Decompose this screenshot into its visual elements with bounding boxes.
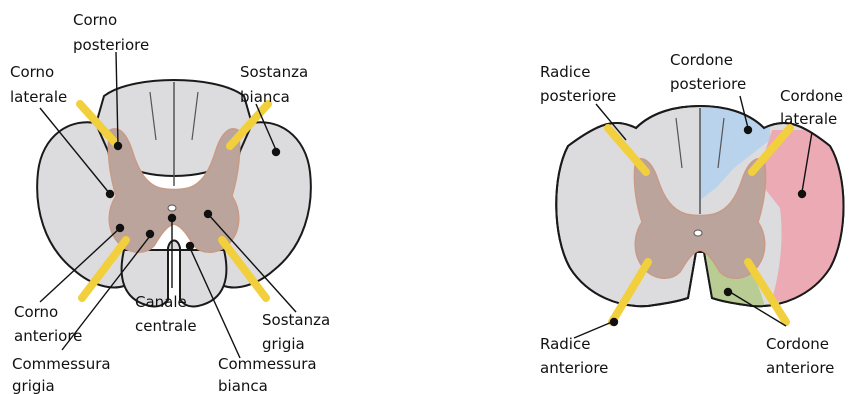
- left-label-commessura-bianca: Commessura bianca: [218, 355, 317, 394]
- svg-text:Cordone: Cordone: [670, 51, 733, 69]
- svg-text:centrale: centrale: [135, 317, 197, 335]
- right-spinal-cord: [556, 100, 860, 322]
- svg-text:Sostanza: Sostanza: [240, 63, 308, 81]
- svg-text:Cordone: Cordone: [766, 335, 829, 353]
- svg-text:laterale: laterale: [780, 110, 837, 128]
- left-label-corno-laterale: Corno laterale: [10, 63, 67, 106]
- svg-text:bianca: bianca: [240, 88, 290, 106]
- svg-text:anteriore: anteriore: [766, 359, 834, 377]
- svg-text:Commessura: Commessura: [218, 355, 317, 373]
- svg-text:Commessura: Commessura: [12, 355, 111, 373]
- svg-text:Radice: Radice: [540, 63, 590, 81]
- right-label-cordone-posteriore: Cordone posteriore: [670, 51, 746, 93]
- svg-text:Corno: Corno: [14, 303, 58, 321]
- left-label-commessura-grigia: Commessura grigia: [12, 355, 111, 394]
- right-central-canal: [694, 230, 702, 236]
- svg-text:posteriore: posteriore: [540, 87, 616, 105]
- svg-text:Canale: Canale: [135, 293, 187, 311]
- svg-text:bianca: bianca: [218, 377, 268, 394]
- svg-text:grigia: grigia: [12, 377, 55, 394]
- svg-text:laterale: laterale: [10, 88, 67, 106]
- svg-text:Sostanza: Sostanza: [262, 311, 330, 329]
- left-central-canal: [168, 205, 176, 211]
- left-label-corno-posteriore: Corno posteriore: [73, 11, 149, 54]
- left-label-sostanza-bianca: Sostanza bianca: [240, 63, 308, 106]
- svg-text:anteriore: anteriore: [14, 327, 82, 345]
- svg-text:posteriore: posteriore: [670, 75, 746, 93]
- left-label-sostanza-grigia: Sostanza grigia: [262, 311, 330, 353]
- svg-text:Cordone: Cordone: [780, 87, 843, 105]
- right-label-radice-posteriore: Radice posteriore: [540, 63, 616, 105]
- right-label-cordone-laterale: Cordone laterale: [780, 87, 843, 128]
- svg-text:posteriore: posteriore: [73, 36, 149, 54]
- svg-text:Corno: Corno: [73, 11, 117, 29]
- svg-text:anteriore: anteriore: [540, 359, 608, 377]
- right-label-cordone-anteriore: Cordone anteriore: [766, 335, 834, 377]
- right-label-radice-anteriore: Radice anteriore: [540, 335, 608, 377]
- left-label-corno-anteriore: Corno anteriore: [14, 303, 82, 345]
- svg-text:grigia: grigia: [262, 335, 305, 353]
- left-spinal-cord: [37, 80, 311, 307]
- svg-text:Radice: Radice: [540, 335, 590, 353]
- svg-text:Corno: Corno: [10, 63, 54, 81]
